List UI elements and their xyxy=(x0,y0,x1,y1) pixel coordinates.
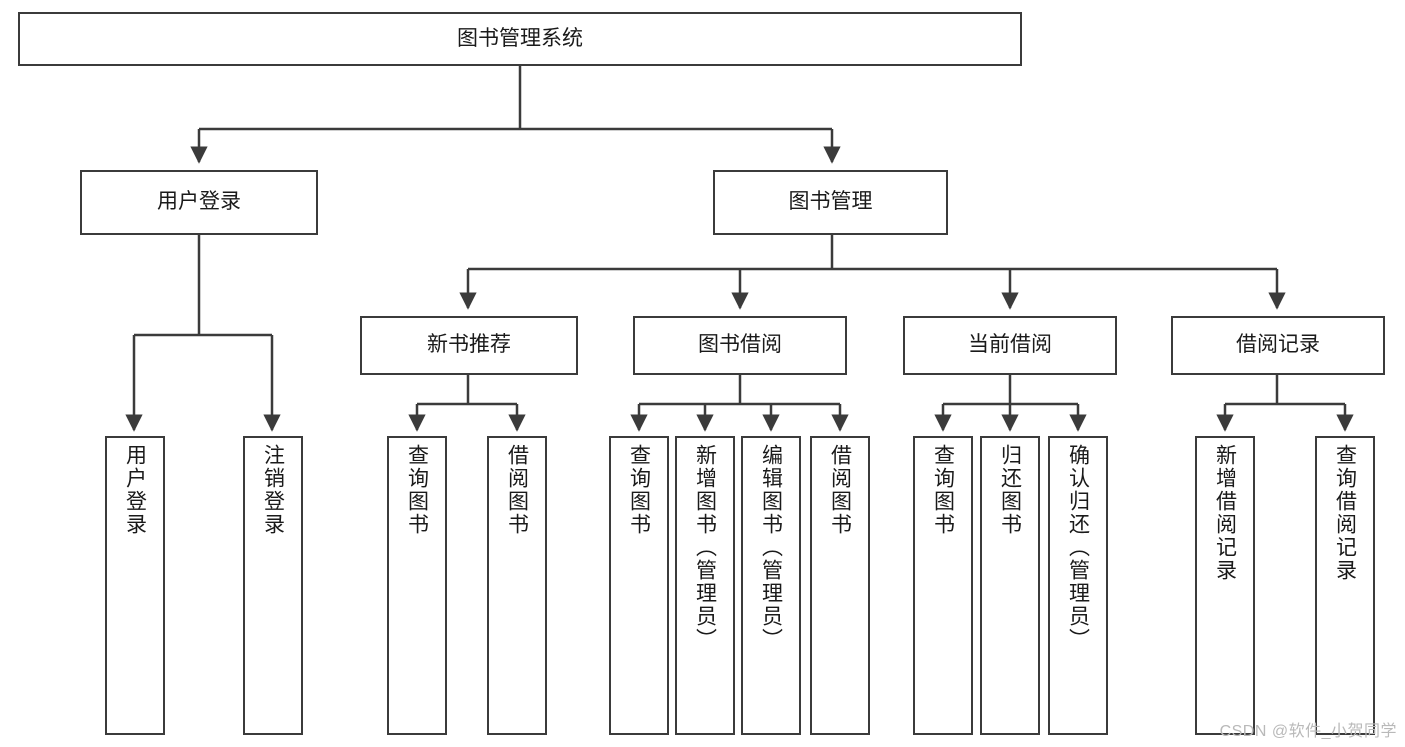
node-leaf-return-book-label: 归还图书 xyxy=(998,444,1022,536)
node-leaf-query-book-1-label: 查询图书 xyxy=(405,444,429,536)
node-leaf-add-book[interactable]: 新增图书（管理员） xyxy=(675,436,735,735)
node-leaf-add-book-label: 新增图书（管理员） xyxy=(693,444,717,651)
node-leaf-query-book-2-label: 查询图书 xyxy=(627,444,651,536)
node-leaf-add-record[interactable]: 新增借阅记录 xyxy=(1195,436,1255,735)
node-leaf-borrow-book-1[interactable]: 借阅图书 xyxy=(487,436,547,735)
node-leaf-query-book-1[interactable]: 查询图书 xyxy=(387,436,447,735)
node-leaf-borrow-book-1-label: 借阅图书 xyxy=(505,444,529,536)
node-book-manage[interactable]: 图书管理 xyxy=(713,170,948,235)
node-new-book-recommend[interactable]: 新书推荐 xyxy=(360,316,578,375)
node-current-borrow[interactable]: 当前借阅 xyxy=(903,316,1117,375)
node-user-login[interactable]: 用户登录 xyxy=(80,170,318,235)
node-leaf-query-book-3[interactable]: 查询图书 xyxy=(913,436,973,735)
node-leaf-return-book[interactable]: 归还图书 xyxy=(980,436,1040,735)
node-borrow-record[interactable]: 借阅记录 xyxy=(1171,316,1385,375)
node-leaf-logout-label: 注销登录 xyxy=(261,444,285,536)
node-leaf-edit-book[interactable]: 编辑图书（管理员） xyxy=(741,436,801,735)
node-leaf-query-book-3-label: 查询图书 xyxy=(931,444,955,536)
node-user-login-label: 用户登录 xyxy=(157,190,241,214)
node-leaf-add-record-label: 新增借阅记录 xyxy=(1213,444,1237,582)
node-current-borrow-label: 当前借阅 xyxy=(968,333,1052,357)
node-book-borrow-label: 图书借阅 xyxy=(698,333,782,357)
node-leaf-borrow-book-2[interactable]: 借阅图书 xyxy=(810,436,870,735)
node-root[interactable]: 图书管理系统 xyxy=(18,12,1022,66)
node-leaf-confirm-return[interactable]: 确认归还（管理员） xyxy=(1048,436,1108,735)
node-leaf-query-record[interactable]: 查询借阅记录 xyxy=(1315,436,1375,735)
node-leaf-logout[interactable]: 注销登录 xyxy=(243,436,303,735)
node-leaf-user-login-label: 用户登录 xyxy=(123,444,147,536)
node-book-borrow[interactable]: 图书借阅 xyxy=(633,316,847,375)
node-leaf-query-record-label: 查询借阅记录 xyxy=(1333,444,1357,582)
node-leaf-borrow-book-2-label: 借阅图书 xyxy=(828,444,852,536)
node-leaf-confirm-return-label: 确认归还（管理员） xyxy=(1066,444,1090,651)
node-leaf-edit-book-label: 编辑图书（管理员） xyxy=(759,444,783,651)
node-leaf-query-book-2[interactable]: 查询图书 xyxy=(609,436,669,735)
node-leaf-user-login[interactable]: 用户登录 xyxy=(105,436,165,735)
csdn-watermark: CSDN @软件_小贺同学 xyxy=(1219,723,1397,740)
node-book-manage-label: 图书管理 xyxy=(788,190,873,214)
node-borrow-record-label: 借阅记录 xyxy=(1236,333,1320,357)
node-root-label: 图书管理系统 xyxy=(457,26,583,50)
node-new-book-recommend-label: 新书推荐 xyxy=(427,333,511,357)
